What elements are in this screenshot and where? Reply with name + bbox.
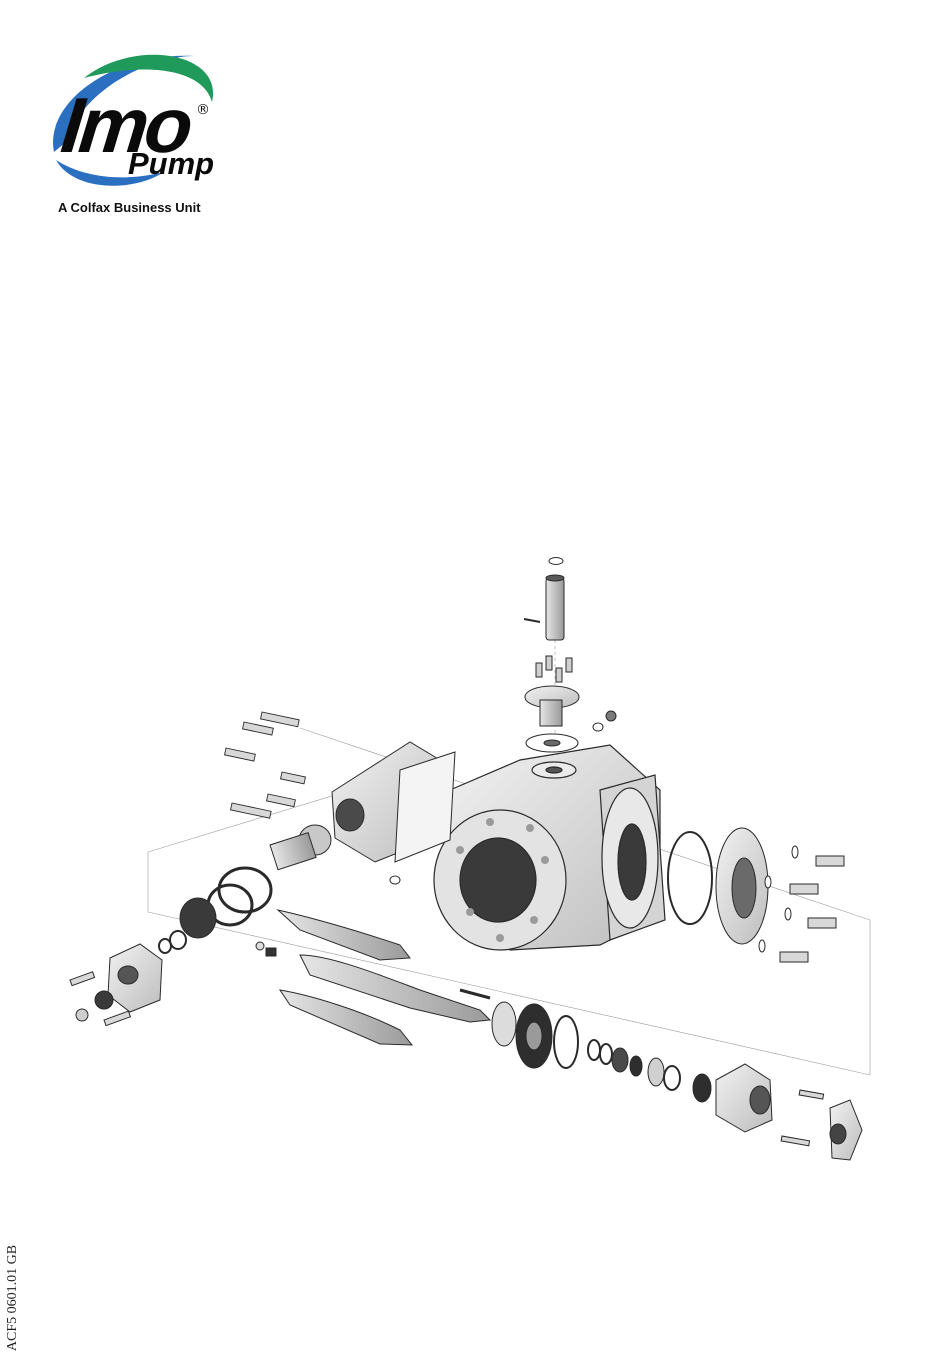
pump-housing: [434, 745, 665, 950]
right-flange: [668, 828, 844, 962]
document-code: ACF5 0601.01 GB: [5, 1233, 21, 1363]
registered-mark: ®: [196, 102, 210, 118]
front-cover: [70, 944, 162, 1026]
exploded-pump-illustration: [0, 540, 950, 1180]
bearing-stack: [492, 1002, 711, 1102]
company-logo: Imo ® Pump A Colfax Business Unit: [44, 42, 234, 227]
logo-product-name: Pump: [128, 146, 214, 182]
bearing-housing: [716, 1064, 862, 1160]
top-valve-stack: [524, 558, 616, 753]
logo-tagline: A Colfax Business Unit: [58, 200, 201, 215]
left-bolts: [225, 712, 306, 818]
